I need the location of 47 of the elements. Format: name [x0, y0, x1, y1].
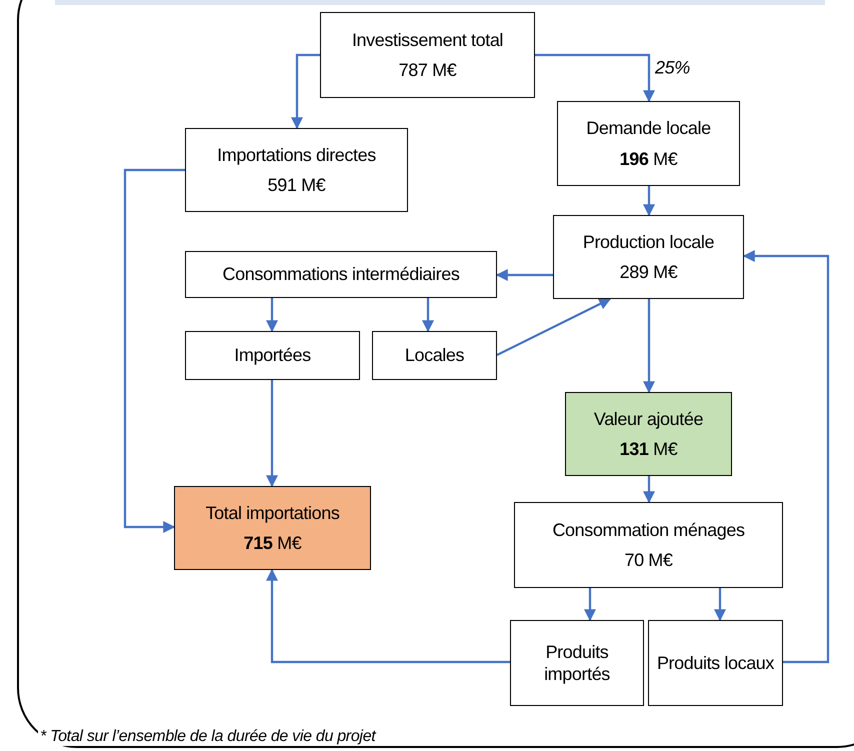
arrow: [742, 250, 830, 664]
arrow: [291, 54, 320, 130]
box-title: Valeur ajoutée: [594, 408, 704, 430]
box-title: Total importations: [206, 502, 340, 524]
box-value: 715 M€: [244, 532, 302, 554]
arrow: [496, 269, 553, 281]
process-box: [372, 331, 497, 380]
process-box: [553, 215, 744, 299]
footnote: * Total sur l’ensemble de la durée de vie du projet: [38, 728, 378, 746]
process-box: [510, 620, 644, 706]
arrow: [643, 186, 655, 216]
box-value: 196 M€: [620, 148, 678, 170]
box-title: Locales: [404, 344, 464, 367]
box-value: 131 M€: [620, 438, 678, 460]
box-title: Produits locaux: [656, 652, 774, 674]
arrow: [422, 298, 434, 332]
process-box: [185, 251, 497, 298]
box-value: 591 M€: [268, 174, 326, 196]
process-box: [320, 12, 535, 98]
box-value: 289 M€: [620, 261, 678, 284]
box-title: Production locale: [582, 230, 714, 253]
arrow: [266, 298, 278, 332]
box-title: Consommations intermédiaires: [222, 263, 460, 286]
arrow: [535, 54, 655, 102]
box-title: Demande locale: [586, 117, 711, 140]
box-title: Importations directes: [217, 144, 376, 166]
process-box: [557, 101, 740, 186]
process-box: [514, 502, 783, 588]
process-box: [565, 392, 732, 476]
arrow: [124, 168, 185, 533]
process-box: [174, 486, 371, 570]
arrow: [496, 298, 612, 356]
arrow: [584, 588, 596, 622]
box-title: Consommation ménages: [552, 518, 745, 541]
arrow: [643, 299, 655, 394]
arrow: [266, 568, 510, 664]
box-title: Produits importés: [543, 640, 611, 686]
process-box: [185, 128, 408, 212]
box-title: Investissement total: [352, 28, 504, 51]
arrow: [643, 476, 655, 504]
box-title: Importées: [234, 344, 311, 367]
arrow: [714, 588, 726, 622]
process-box: [648, 620, 783, 706]
box-value: 787 M€: [398, 59, 456, 82]
box-value: 70 M€: [624, 549, 673, 572]
arrow: [266, 380, 278, 488]
process-box: [185, 331, 360, 380]
